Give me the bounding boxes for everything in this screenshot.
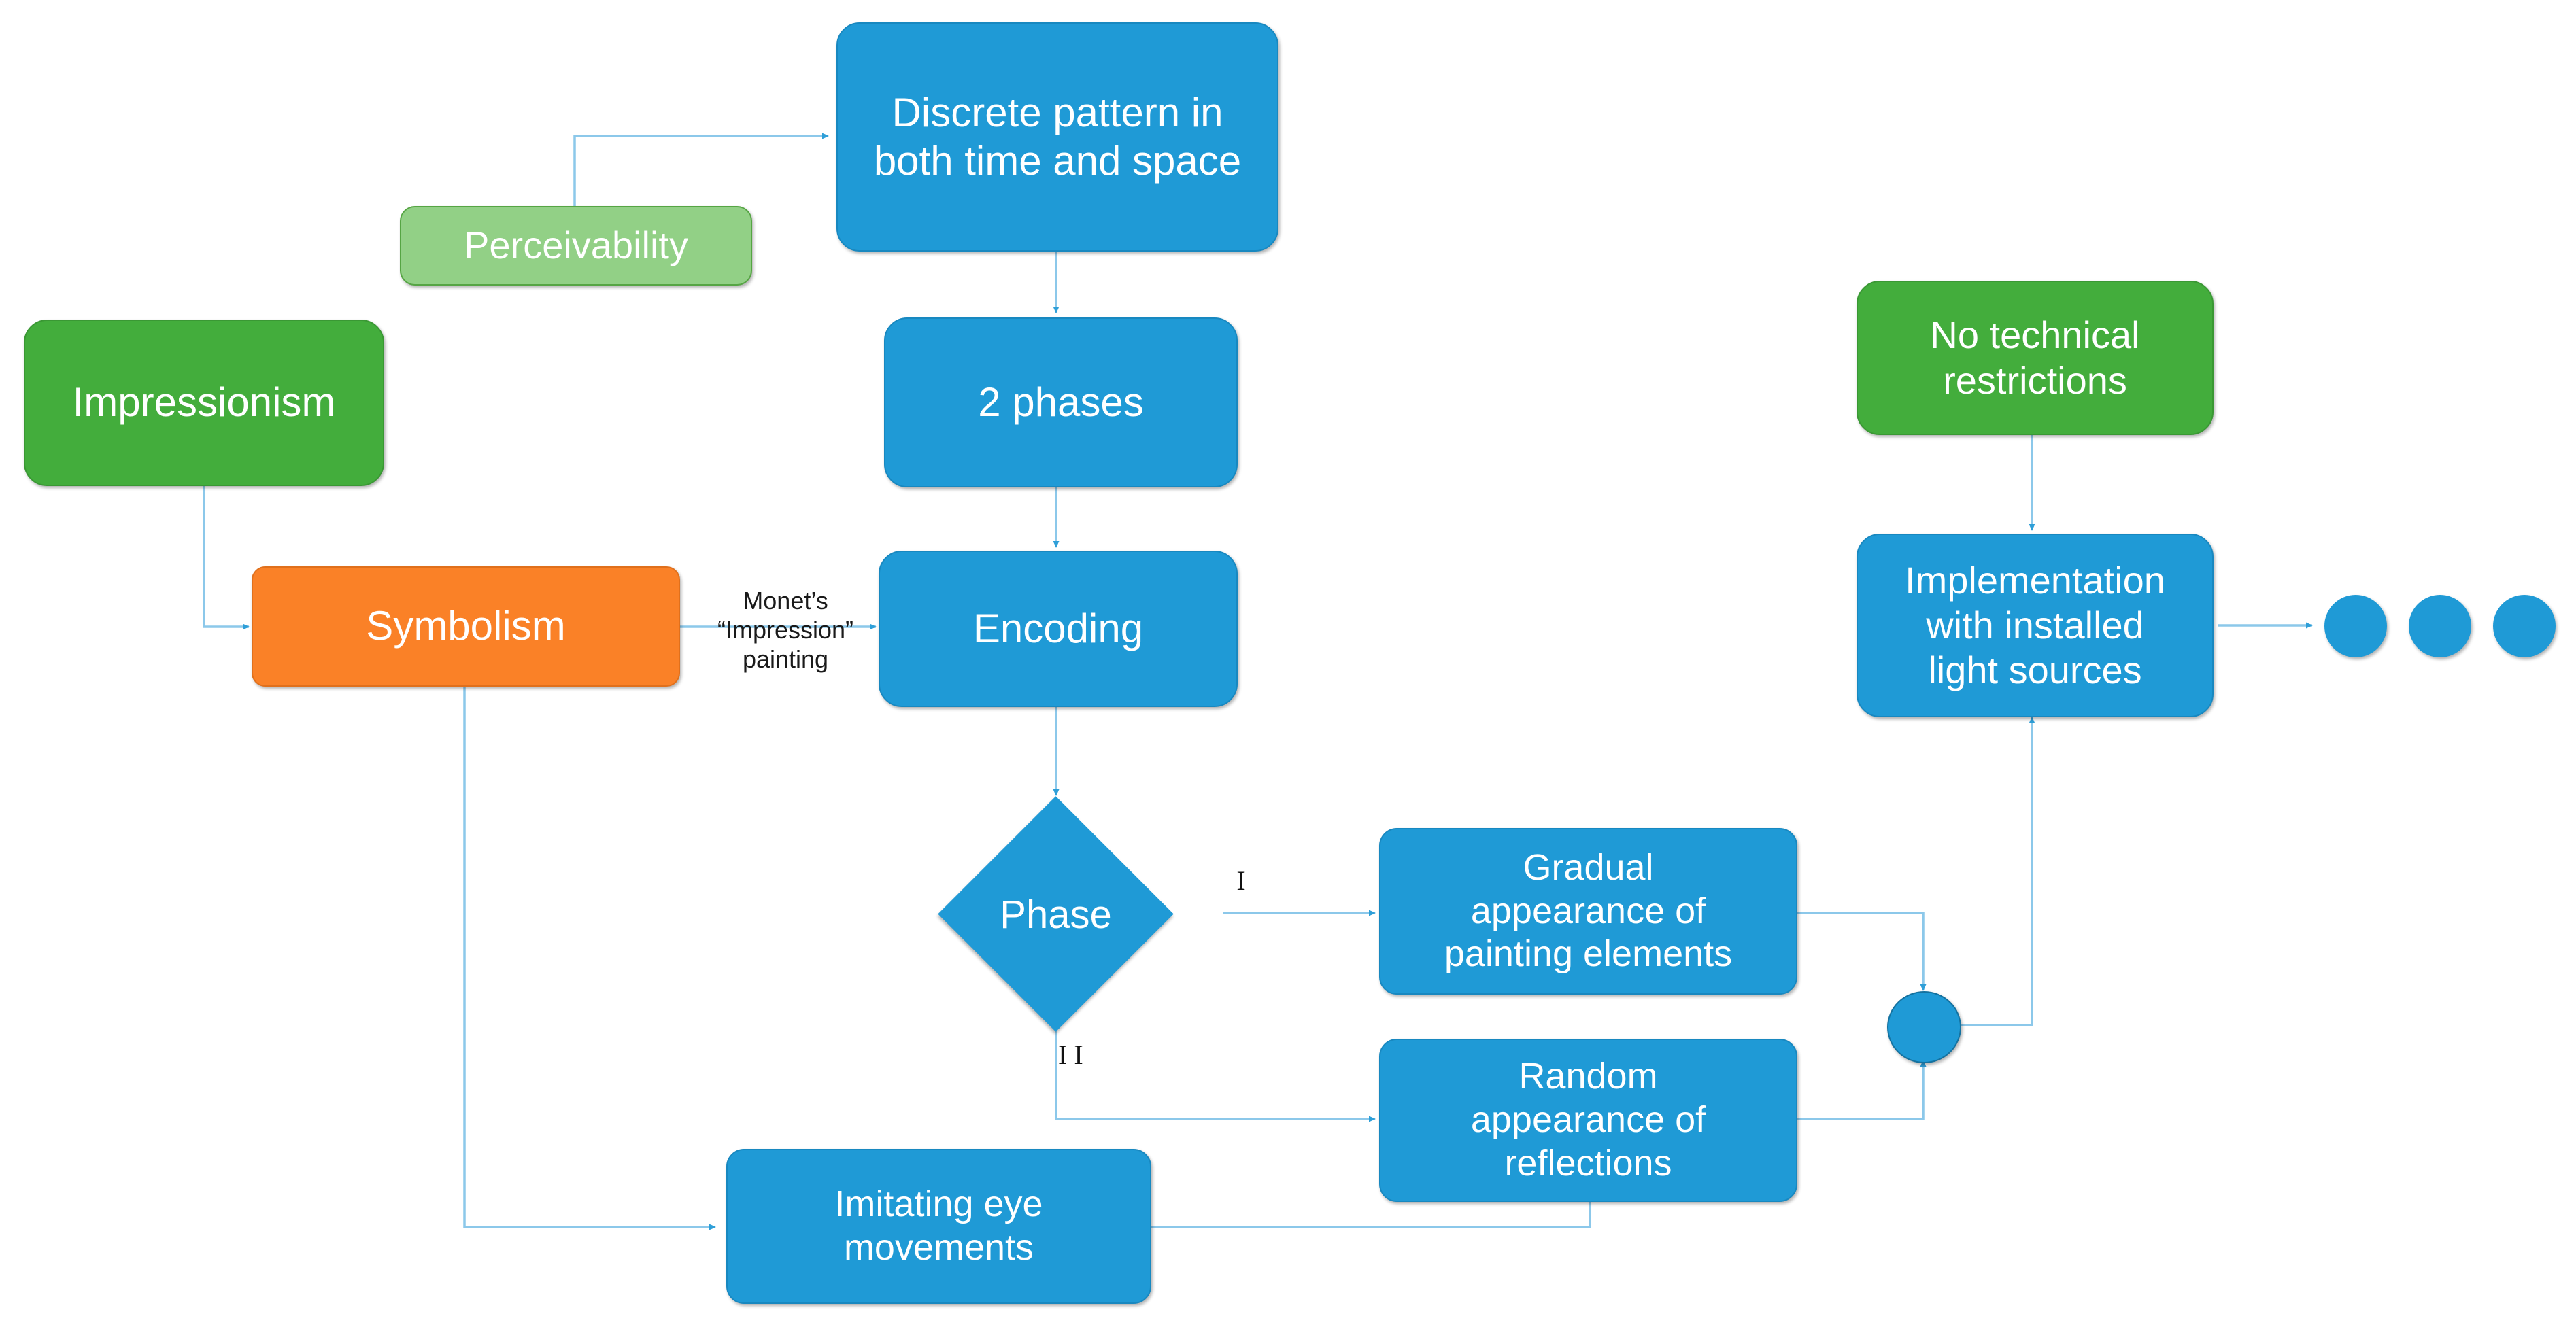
node-imitating-eye-movements[interactable]: Imitating eye movements	[726, 1149, 1151, 1304]
edge-label-phase-branch-1: I	[1236, 865, 1246, 896]
node-gradual-appearance[interactable]: Gradual appearance of painting elements	[1379, 828, 1797, 995]
edge-label-monet: Monet’s “Impression” painting	[717, 587, 854, 674]
node-encoding[interactable]: Encoding	[879, 551, 1238, 707]
node-symbolism[interactable]: Symbolism	[252, 566, 680, 687]
node-dot-3[interactable]	[2493, 595, 2556, 657]
node-implementation-light-sources[interactable]: Implementation with installed light sour…	[1857, 534, 2214, 717]
node-merge-circle[interactable]	[1887, 991, 1961, 1063]
edge-label-phase-branch-2: I I	[1058, 1039, 1083, 1070]
node-impressionism[interactable]: Impressionism	[24, 320, 384, 486]
node-random-appearance[interactable]: Random appearance of reflections	[1379, 1039, 1797, 1202]
node-2-phases[interactable]: 2 phases	[884, 317, 1238, 487]
node-phase-label: Phase	[1000, 892, 1112, 937]
node-dot-2[interactable]	[2409, 595, 2471, 657]
edge-perceivability-to-discrete	[573, 133, 829, 211]
edge-merge-to-implementation	[1959, 717, 2035, 1026]
node-no-technical-restrictions[interactable]: No technical restrictions	[1857, 281, 2214, 435]
edge-impressionism-to-symbolism	[203, 485, 250, 630]
node-discrete-pattern[interactable]: Discrete pattern in both time and space	[836, 22, 1278, 252]
edge-random-to-merge	[1796, 1060, 1927, 1120]
node-perceivability[interactable]: Perceivability	[400, 206, 752, 286]
node-dot-1[interactable]	[2324, 595, 2387, 657]
edge-symbolism-to-imitating	[463, 687, 716, 1230]
edge-gradual-to-merge	[1796, 912, 1927, 991]
